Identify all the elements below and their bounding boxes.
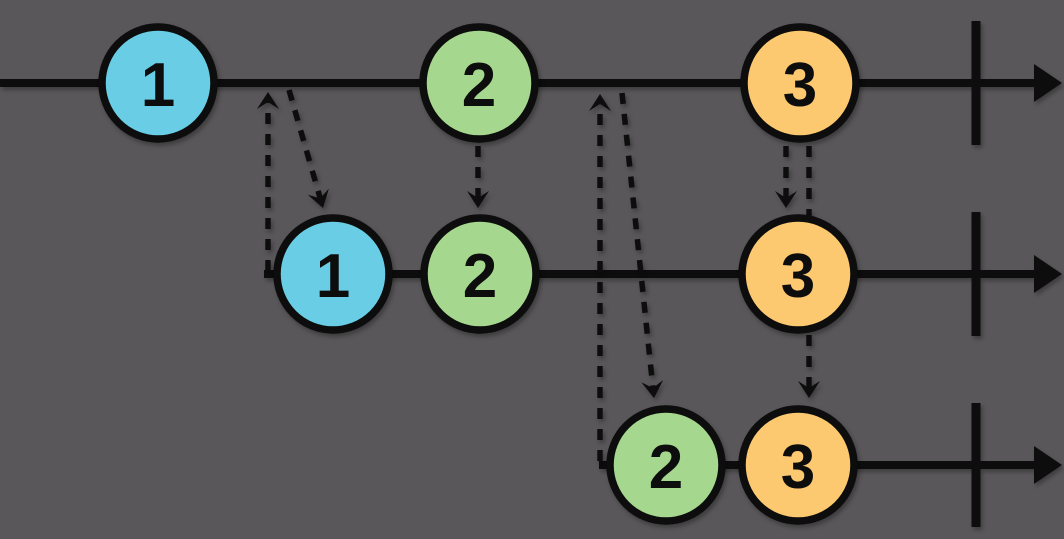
source-timeline-arrowhead-icon <box>1034 64 1062 102</box>
marble-label: 2 <box>462 51 496 120</box>
marble-label: 3 <box>781 433 815 502</box>
marble-circle <box>419 23 539 143</box>
marble-circle <box>738 405 858 525</box>
observer-a-timeline-arrowhead-icon <box>1034 255 1062 293</box>
replay-2-arrow-dashed-line <box>619 92 656 389</box>
emit-3-arrow-a <box>775 146 797 208</box>
marble-circle <box>740 23 860 143</box>
marble-circle <box>273 214 393 334</box>
emit-3-arrow-b-arrowhead-icon <box>798 381 820 398</box>
marble-source-timeline-2: 2 <box>419 23 539 143</box>
marble-label: 2 <box>463 242 497 311</box>
replay-2-arrow <box>619 92 664 398</box>
observer-b-timeline-arrowhead-icon <box>1034 446 1062 484</box>
replay-1-arrow-dashed-line <box>286 89 323 200</box>
marble-label: 2 <box>649 433 683 502</box>
marble-circle <box>98 23 218 143</box>
replay-1-arrow-arrowhead-icon <box>307 188 329 208</box>
emit-3-arrow-a-arrowhead-icon <box>775 191 797 208</box>
subscribe-arrow-b <box>589 94 611 461</box>
marble-source-timeline-3: 3 <box>740 23 860 143</box>
marble-observer-b-timeline-3: 3 <box>738 405 858 525</box>
subscribe-arrow-a-arrowhead-icon <box>257 92 279 109</box>
marble-observer-a-timeline-2: 2 <box>420 214 540 334</box>
replay-1-arrow <box>286 89 329 208</box>
marble-label: 3 <box>783 51 817 120</box>
marble-observer-a-timeline-1: 1 <box>273 214 393 334</box>
marble-circle <box>738 214 858 334</box>
subscribe-arrow-a <box>257 92 279 271</box>
marble-observer-a-timeline-3: 3 <box>738 214 858 334</box>
subscribe-arrow-b-arrowhead-icon <box>589 94 611 111</box>
marble-observer-b-timeline-2: 2 <box>606 405 726 525</box>
emit-2-arrow <box>467 146 489 208</box>
marble-source-timeline-1: 1 <box>98 23 218 143</box>
emit-2-arrow-arrowhead-icon <box>467 191 489 208</box>
emit-3-arrow-b <box>798 146 820 398</box>
marble-circle <box>420 214 540 334</box>
marble-circle <box>606 405 726 525</box>
marble-label: 1 <box>141 51 175 120</box>
replay-2-arrow-arrowhead-icon <box>641 379 664 398</box>
marble-label: 3 <box>781 242 815 311</box>
marble-label: 1 <box>316 242 350 311</box>
